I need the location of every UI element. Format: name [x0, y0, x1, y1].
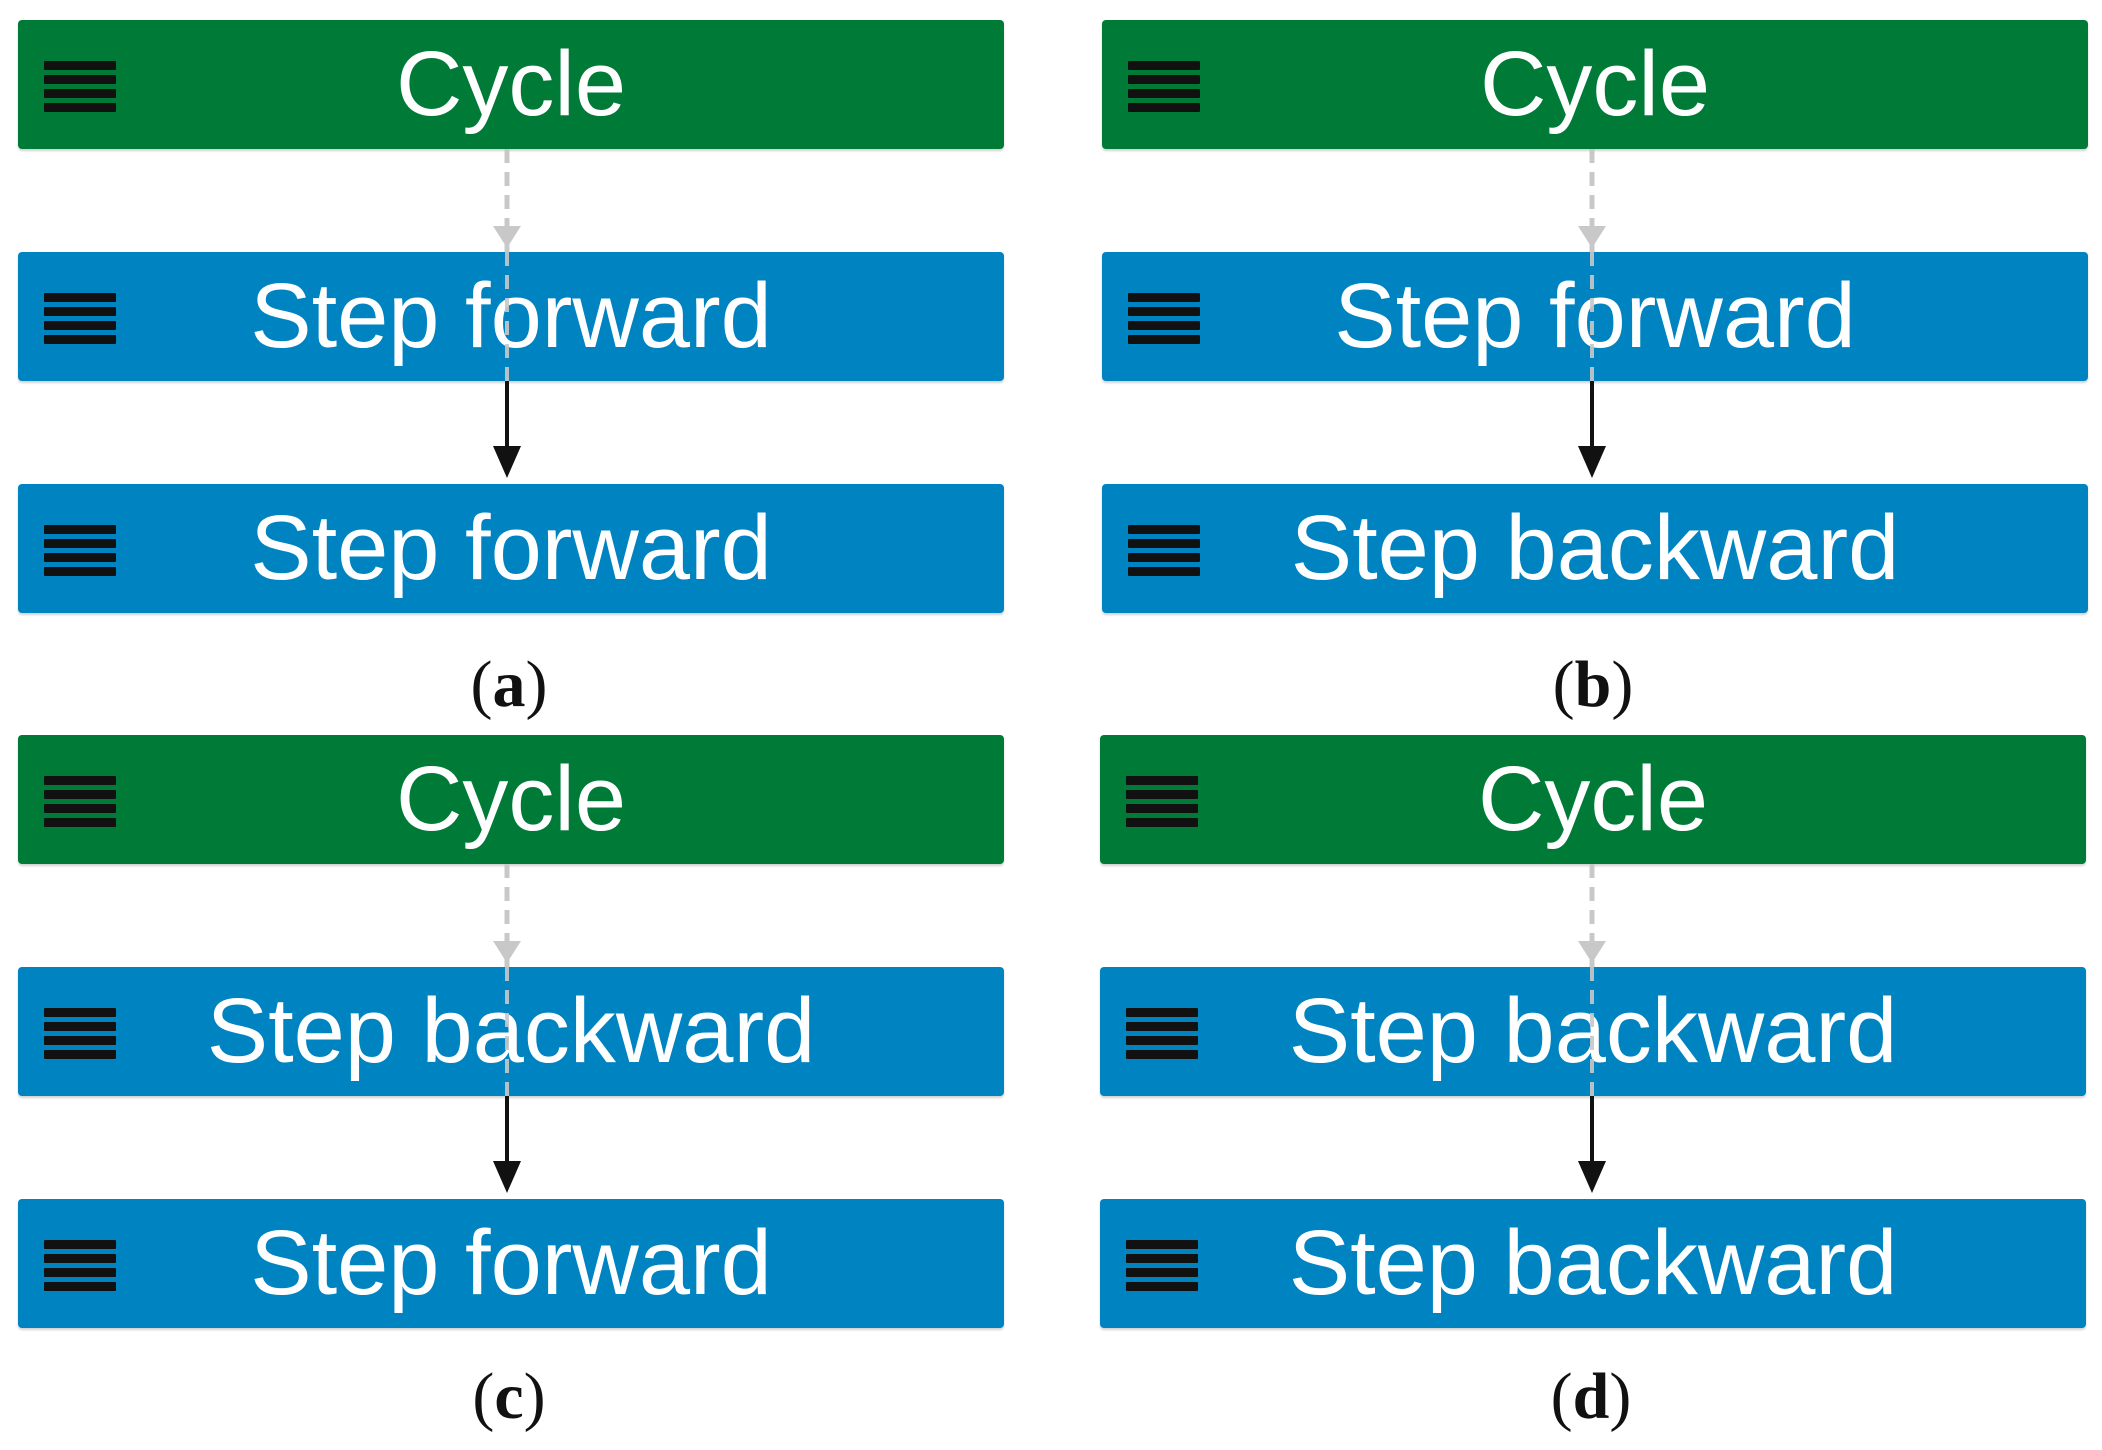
cycle-block[interactable]: Cycle — [1102, 20, 2088, 149]
cycle-label: Cycle — [1477, 748, 1709, 850]
panel-caption: (b) — [1552, 648, 1634, 721]
step-block[interactable]: Step backward — [1102, 484, 2088, 613]
panel-caption: (c) — [472, 1360, 546, 1433]
drag-handle-icon[interactable] — [44, 61, 116, 112]
drag-handle-icon[interactable] — [44, 525, 116, 576]
step-block[interactable]: Step backward — [1100, 967, 2086, 1096]
step-label: Step backward — [1288, 1212, 1898, 1314]
drag-handle-icon[interactable] — [44, 1240, 116, 1291]
step-label: Step backward — [1288, 980, 1898, 1082]
panel-caption: (d) — [1550, 1360, 1632, 1433]
drag-handle-icon[interactable] — [1128, 61, 1200, 112]
step-label: Step forward — [250, 497, 772, 599]
panel-caption: (a) — [470, 648, 548, 721]
step-block[interactable]: Step forward — [18, 252, 1004, 381]
drag-handle-icon[interactable] — [44, 1008, 116, 1059]
panel-d: Cycle Step backward Step backward — [1100, 735, 2086, 1328]
drag-handle-icon[interactable] — [1126, 1240, 1198, 1291]
step-label: Step backward — [1290, 497, 1900, 599]
cycle-block[interactable]: Cycle — [18, 20, 1004, 149]
cycle-label: Cycle — [395, 748, 627, 850]
step-label: Step backward — [206, 980, 816, 1082]
panel-c: Cycle Step backward Step forward — [18, 735, 1004, 1328]
drag-handle-icon[interactable] — [1126, 776, 1198, 827]
drag-handle-icon[interactable] — [44, 293, 116, 344]
drag-handle-icon[interactable] — [1128, 525, 1200, 576]
panel-b: Cycle Step forward Step backward — [1102, 20, 2088, 613]
step-block[interactable]: Step forward — [1102, 252, 2088, 381]
step-label: Step forward — [1334, 265, 1856, 367]
cycle-block[interactable]: Cycle — [18, 735, 1004, 864]
step-block[interactable]: Step backward — [18, 967, 1004, 1096]
step-label: Step forward — [250, 265, 772, 367]
drag-handle-icon[interactable] — [1128, 293, 1200, 344]
step-block[interactable]: Step forward — [18, 484, 1004, 613]
cycle-label: Cycle — [395, 33, 627, 135]
step-block[interactable]: Step forward — [18, 1199, 1004, 1328]
panel-a: Cycle Step forward Step forward — [18, 20, 1004, 613]
cycle-label: Cycle — [1479, 33, 1711, 135]
drag-handle-icon[interactable] — [1126, 1008, 1198, 1059]
step-label: Step forward — [250, 1212, 772, 1314]
step-block[interactable]: Step backward — [1100, 1199, 2086, 1328]
drag-handle-icon[interactable] — [44, 776, 116, 827]
cycle-block[interactable]: Cycle — [1100, 735, 2086, 864]
